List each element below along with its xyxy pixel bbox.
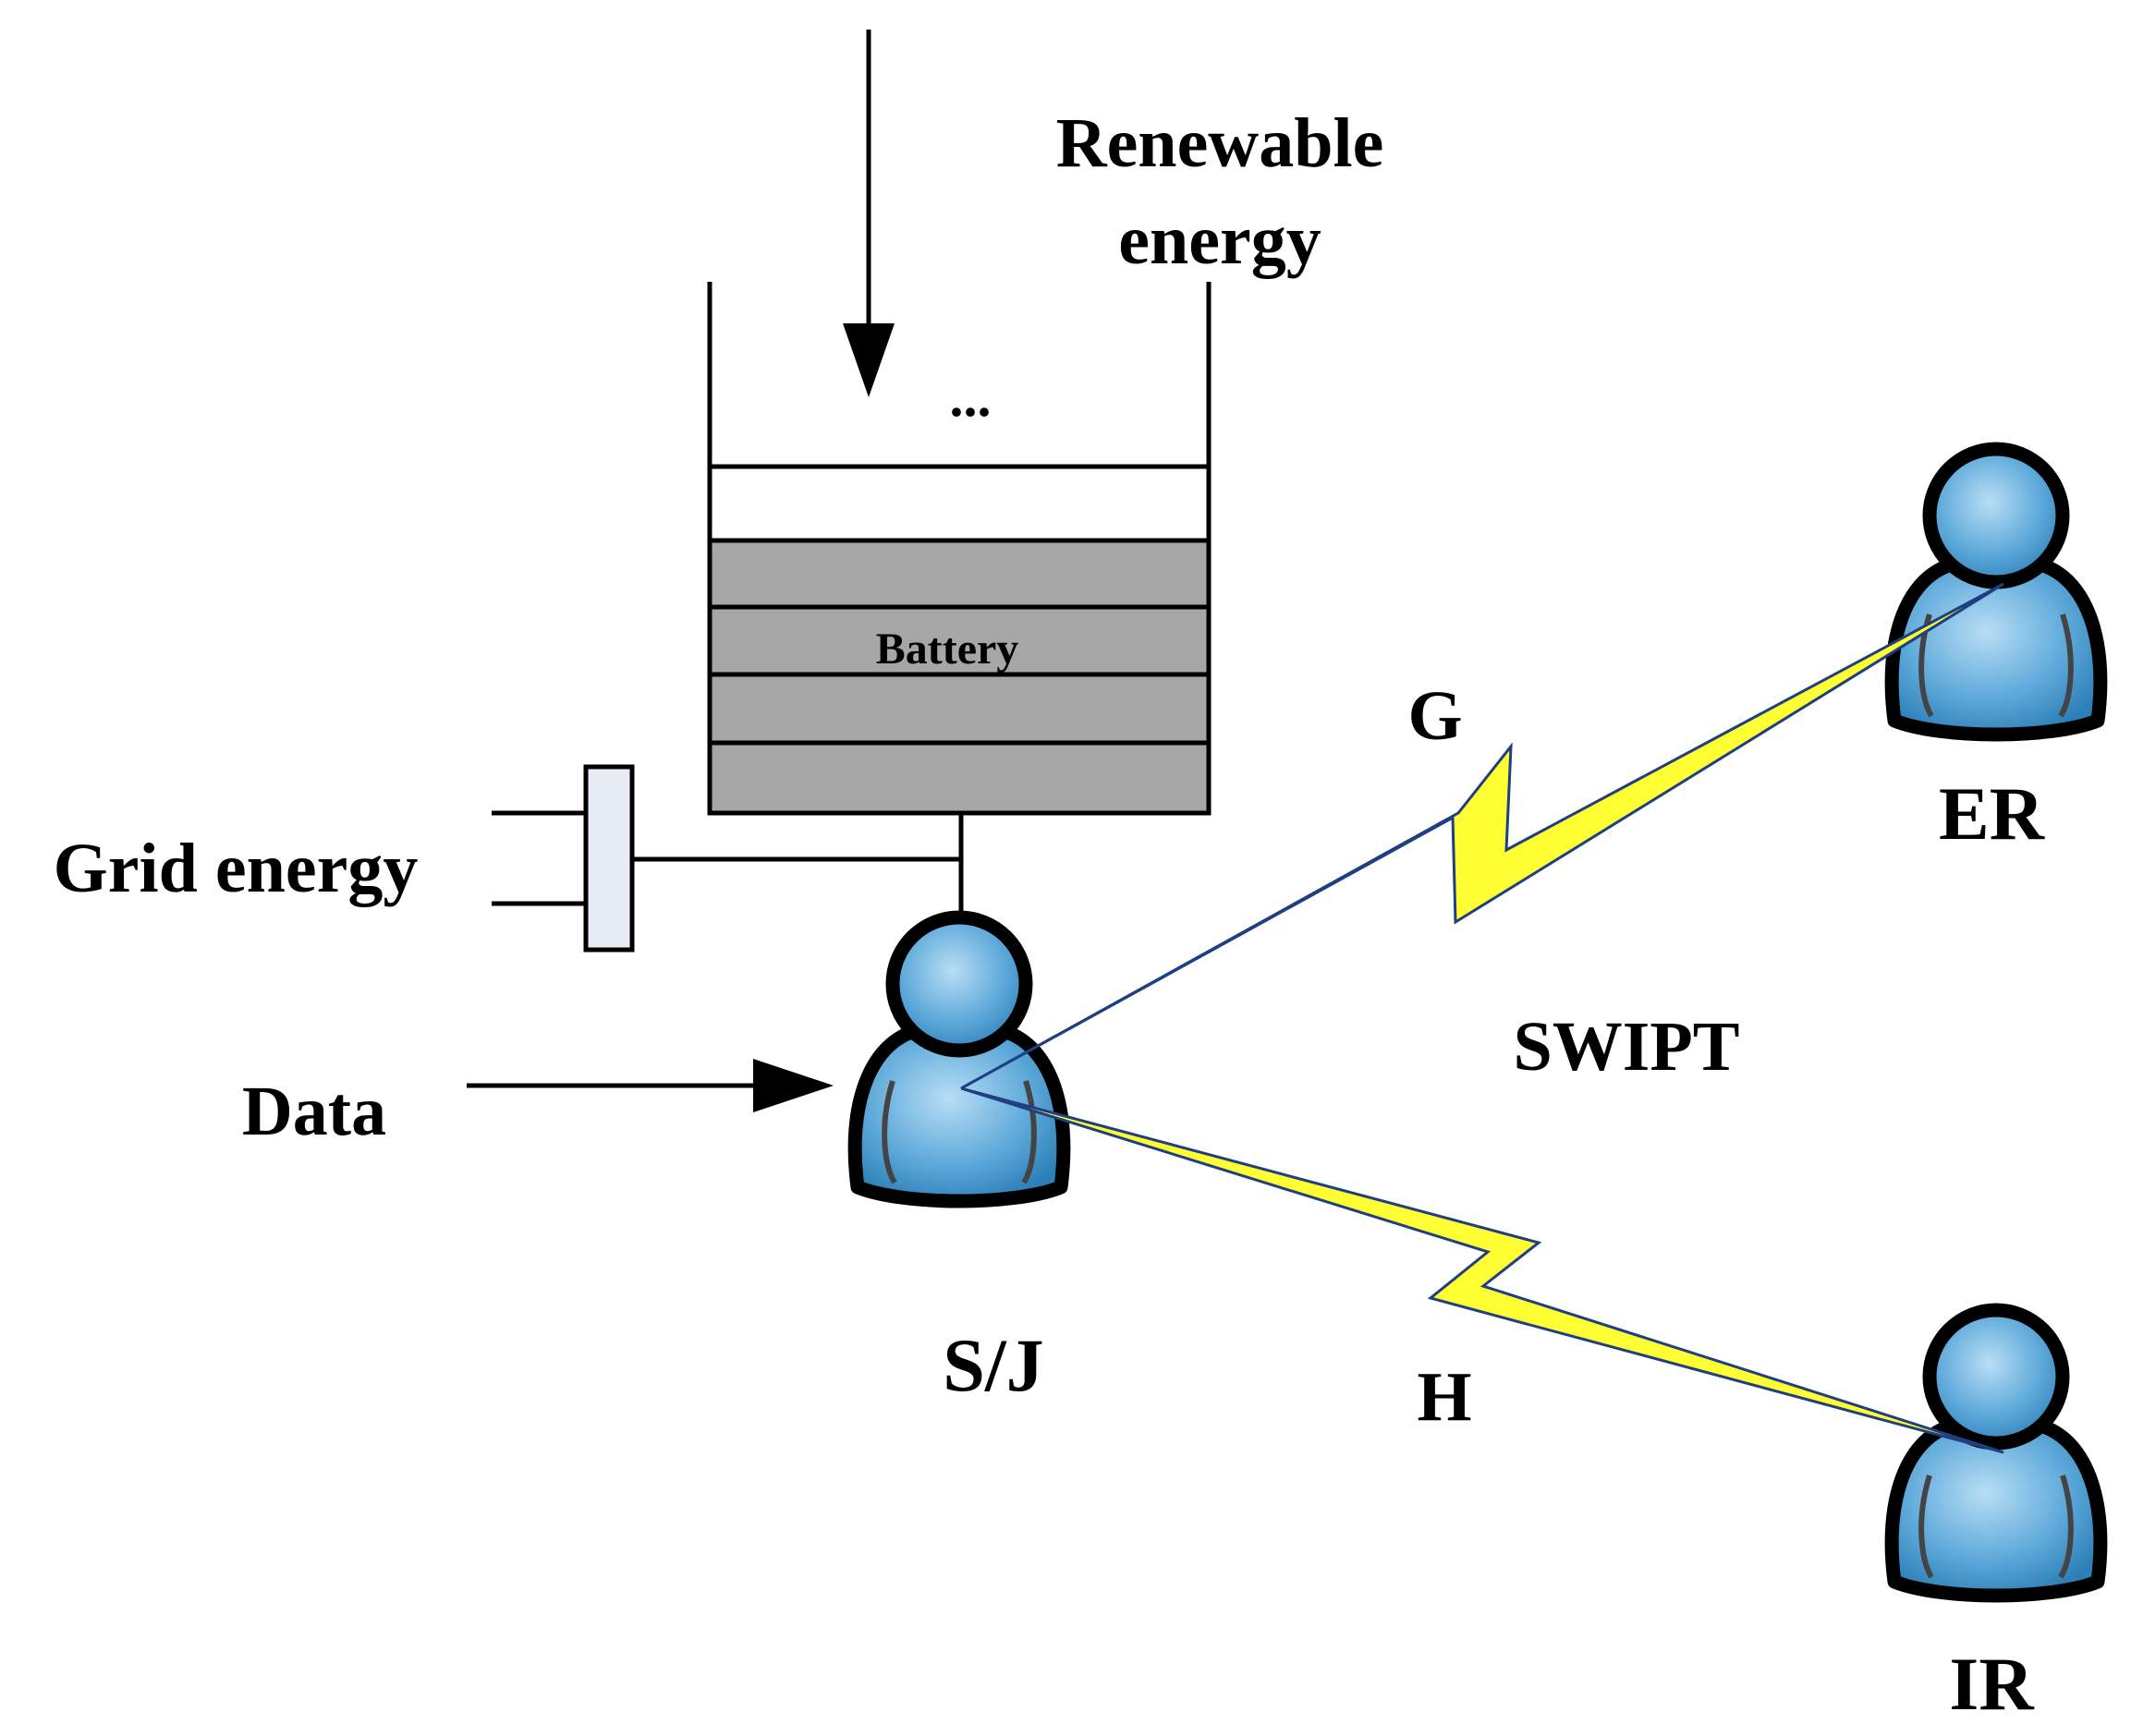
grid-energy-label: Grid energy — [54, 830, 419, 907]
channel-h-label: H — [1417, 1358, 1471, 1436]
energy-receiver-user-icon — [1884, 442, 2108, 742]
renewable-inflow-arrow — [843, 30, 895, 397]
battery-label: Battery — [876, 625, 1019, 674]
data-input-arrow — [467, 1059, 834, 1112]
information-receiver-user-icon — [1884, 1303, 2108, 1603]
ir-label: IR — [1949, 1642, 2034, 1726]
source-jammer-user-icon — [847, 910, 1071, 1208]
sj-label: S/J — [943, 1323, 1043, 1407]
lightning-bolt-icon-g — [960, 582, 2004, 1090]
plug-icon — [492, 764, 961, 953]
lightning-bolt-icon-h — [960, 1087, 2004, 1454]
swipt-label: SWIPT — [1514, 1008, 1740, 1086]
er-label: ER — [1939, 771, 2045, 856]
battery-ellipsis: ... — [950, 367, 992, 428]
renewable-energy-label-line2: energy — [1118, 201, 1321, 279]
battery-icon — [707, 282, 1212, 816]
renewable-energy-label-line1: Renewable — [1056, 104, 1384, 182]
channel-g-label: G — [1407, 677, 1462, 755]
data-label: Data — [242, 1073, 386, 1150]
